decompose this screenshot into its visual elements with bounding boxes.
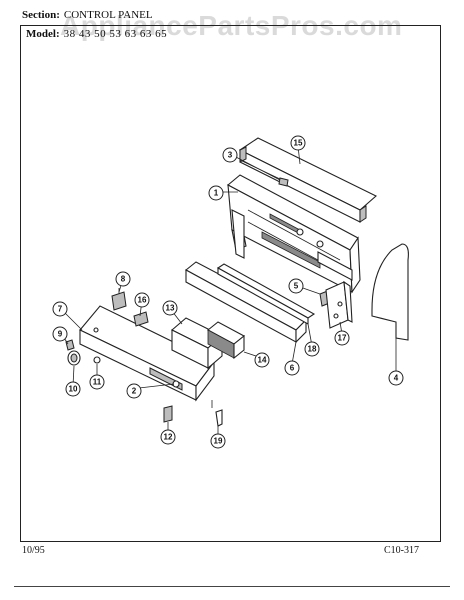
callout-2: 2 (126, 383, 142, 399)
callout-13: 13 (162, 300, 178, 316)
part-14-clock (207, 321, 245, 360)
svg-text:5: 5 (294, 282, 299, 291)
diagram-frame (20, 25, 441, 542)
part-16-clip (133, 311, 149, 327)
svg-text:16: 16 (138, 296, 147, 305)
svg-text:9: 9 (58, 330, 63, 339)
model-label: Model:38 43 50 53 63 63 65 (26, 28, 167, 40)
part-18-thin-strip (216, 263, 316, 325)
svg-text:1: 1 (214, 189, 219, 198)
part-19-bracket (211, 400, 223, 427)
svg-text:6: 6 (290, 364, 295, 373)
svg-text:12: 12 (164, 433, 173, 442)
callout-5: 5 (288, 278, 304, 294)
model-label-value: 38 43 50 53 63 63 65 (63, 28, 168, 40)
callout-18: 18 (304, 341, 320, 357)
callout-1: 1 (208, 185, 224, 201)
revision-date: 10/95 (22, 545, 45, 556)
section-label-value: CONTROL PANEL (63, 9, 153, 21)
part-17-bracket (325, 280, 353, 329)
svg-text:14: 14 (258, 356, 267, 365)
svg-text:19: 19 (214, 437, 223, 446)
svg-text:3: 3 (228, 151, 233, 160)
svg-text:2: 2 (132, 387, 137, 396)
callout-12: 12 (160, 429, 176, 445)
part-15-top-rail (238, 137, 377, 223)
svg-text:8: 8 (121, 275, 126, 284)
callout-10: 10 (65, 381, 81, 397)
part-10-knob (67, 350, 81, 366)
callout-4: 4 (388, 370, 404, 386)
callout-15: 15 (290, 135, 306, 151)
part-4-end-cap (371, 243, 409, 350)
svg-text:11: 11 (93, 378, 102, 387)
callout-6: 6 (284, 360, 300, 376)
callout-11: 11 (89, 374, 105, 390)
svg-text:4: 4 (394, 374, 399, 383)
model-label-key: Model: (26, 28, 60, 40)
svg-text:17: 17 (338, 334, 347, 343)
callout-9: 9 (52, 326, 68, 342)
part-7-control-panel (79, 305, 215, 402)
callout-14: 14 (254, 352, 270, 368)
callout-17: 17 (334, 330, 350, 346)
diagram-code: C10-317 (384, 545, 419, 556)
callout-19: 19 (210, 433, 226, 449)
svg-text:15: 15 (294, 139, 303, 148)
svg-text:13: 13 (166, 304, 175, 313)
svg-text:7: 7 (58, 305, 63, 314)
part-12-clip (163, 405, 173, 423)
callout-3: 3 (222, 147, 238, 163)
svg-text:10: 10 (69, 385, 78, 394)
part-11-spring (93, 356, 101, 364)
callout-8: 8 (115, 271, 131, 287)
section-label: Section:CONTROL PANEL (22, 9, 153, 21)
callout-16: 16 (134, 292, 150, 308)
bottom-rule (14, 586, 450, 587)
part-1-back-panel (227, 174, 361, 294)
svg-text:18: 18 (308, 345, 317, 354)
section-label-key: Section: (22, 9, 60, 21)
part-6-trim-strip (185, 261, 307, 344)
part-9-tab (65, 339, 75, 351)
callout-7: 7 (52, 301, 68, 317)
